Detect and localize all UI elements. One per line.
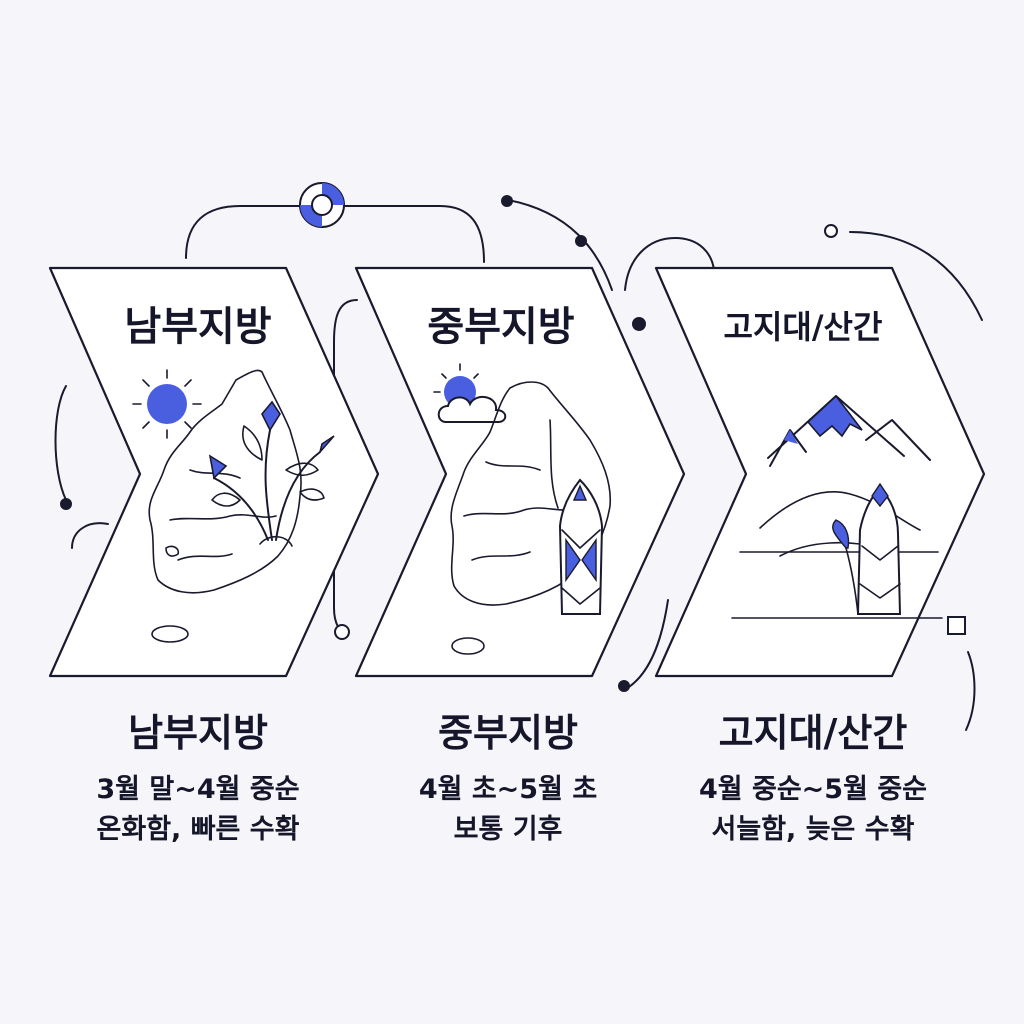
decor-dots <box>60 195 966 692</box>
caption-desc-highland: 서늘함, 늦은 수확 <box>711 814 915 845</box>
caption-title-central: 중부지방 <box>438 711 578 755</box>
caption-period-south: 3월 말~4월 중순 <box>96 774 300 805</box>
panel-title-central: 중부지방 <box>427 304 574 350</box>
caption-central: 중부지방 4월 초~5월 초 보통 기후 <box>348 710 668 850</box>
bamboo-shoot-icon <box>558 478 604 615</box>
caption-desc-central: 보통 기후 <box>453 814 563 845</box>
sun-icon <box>132 369 202 439</box>
caption-highland: 고지대/산간 4월 중순~5월 중순 서늘함, 늦은 수확 <box>653 710 973 850</box>
caption-title-highland: 고지대/산간 <box>718 711 908 755</box>
panel-highland: 고지대/산간 <box>654 266 986 678</box>
panel-south: 남부지방 <box>48 266 380 678</box>
progress-ring-icon <box>299 182 345 228</box>
caption-desc-south: 온화함, 빠른 수확 <box>96 814 300 845</box>
bamboo-shoot-icon <box>832 482 902 615</box>
caption-period-highland: 4월 중순~5월 중순 <box>698 774 928 805</box>
caption-south: 남부지방 3월 말~4월 중순 온화함, 빠른 수확 <box>38 710 358 850</box>
caption-period-central: 4월 초~5월 초 <box>418 774 598 805</box>
panel-title-highland: 고지대/산간 <box>724 308 883 346</box>
cloud-sun-icon <box>433 363 507 423</box>
caption-title-south: 남부지방 <box>128 711 268 755</box>
mountain-icon <box>731 394 943 619</box>
panel-central: 중부지방 <box>354 266 686 678</box>
korea-map-icon <box>148 369 302 643</box>
panel-title-south: 남부지방 <box>124 304 271 350</box>
bamboo-plant-icon <box>208 400 335 547</box>
